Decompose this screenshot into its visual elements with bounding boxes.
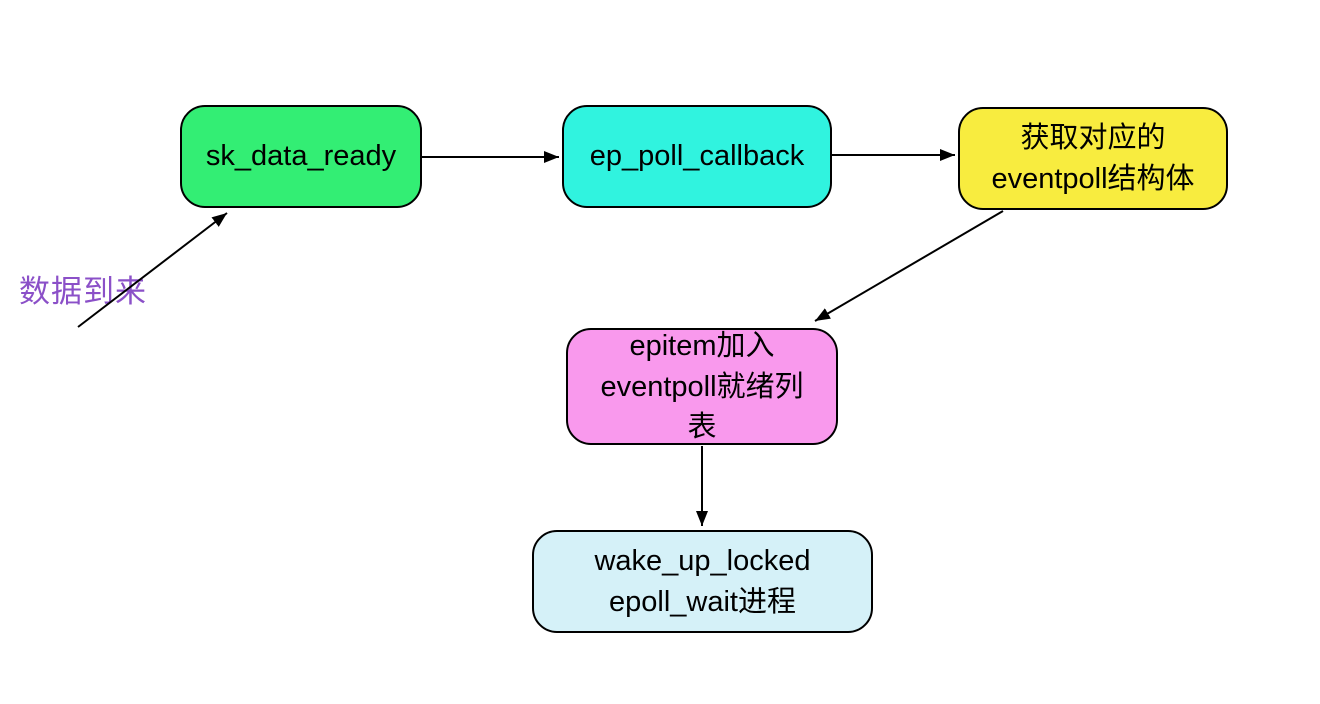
node-label-line: wake_up_locked	[594, 545, 811, 578]
edge-get-eventpoll-to-epitem-ready-list	[814, 210, 1004, 322]
node-label-line: epitem加入	[629, 330, 775, 363]
node-epitem-ready-list: epitem加入 eventpoll就绪列 表	[566, 328, 838, 445]
node-wake-up-locked: wake_up_locked epoll_wait进程	[532, 530, 873, 633]
data-arrival-label: 数据到来	[19, 274, 147, 309]
node-label-line: eventpoll就绪列	[600, 370, 804, 403]
node-sk-data-ready: sk_data_ready	[180, 105, 422, 208]
node-label-line: 表	[687, 410, 717, 443]
node-label-line: eventpoll结构体	[991, 162, 1195, 195]
node-label-line: epoll_wait进程	[609, 585, 796, 618]
node-ep-poll-callback: ep_poll_callback	[562, 105, 832, 208]
node-get-eventpoll-struct: 获取对应的 eventpoll结构体	[958, 107, 1228, 210]
node-label: ep_poll_callback	[589, 140, 805, 173]
node-label-line: 获取对应的	[1020, 122, 1166, 155]
node-label: sk_data_ready	[205, 140, 397, 173]
